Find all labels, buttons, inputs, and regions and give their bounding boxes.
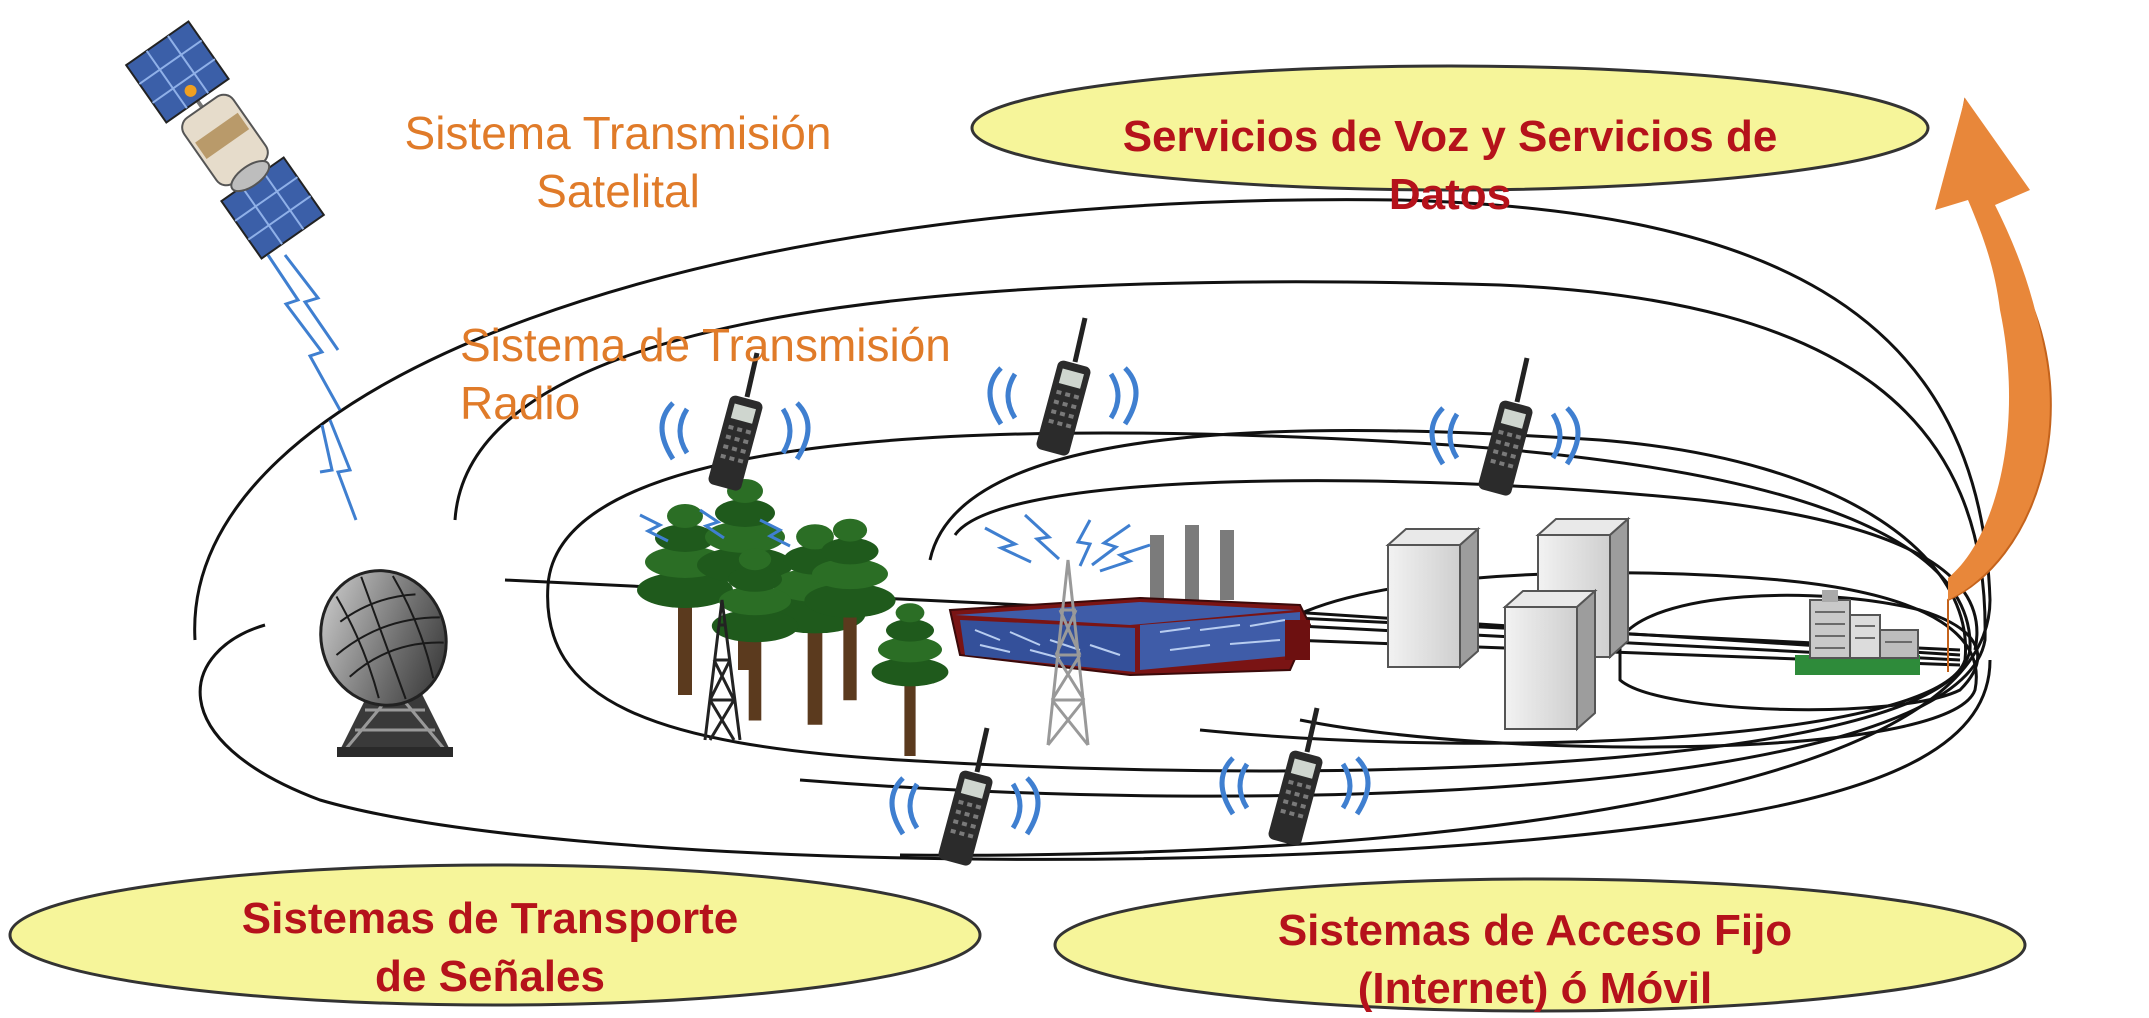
factory-icon (948, 525, 1312, 677)
mobile-phone-icon (1432, 358, 1578, 497)
transport-label: Sistemas de Transporte de Señales (241, 894, 739, 1001)
services-oval (970, 64, 1930, 192)
lattice-tower-icon (703, 599, 742, 741)
radio-system-label: Sistema de Transmisión Radio (460, 319, 951, 429)
services-label: Servicios de Voz y Servicios de Datos (1122, 112, 1778, 219)
transport-oval (8, 863, 982, 1007)
radio-mast-icon (984, 513, 1151, 746)
server-cabinet-icon (1387, 518, 1629, 730)
dish-antenna-icon (319, 569, 453, 757)
satellite-signal (266, 254, 358, 521)
office-building-icon (1795, 590, 1920, 675)
forest-icon (637, 479, 949, 756)
satellite-icon (124, 20, 326, 260)
satellite-system-label: Sistema Transmisión Satelital (404, 107, 832, 217)
access-label: Sistemas de Acceso Fijo (Internet) ó Móv… (1277, 906, 1793, 1013)
network-rings (193, 198, 1992, 861)
access-oval (1053, 877, 2027, 1013)
